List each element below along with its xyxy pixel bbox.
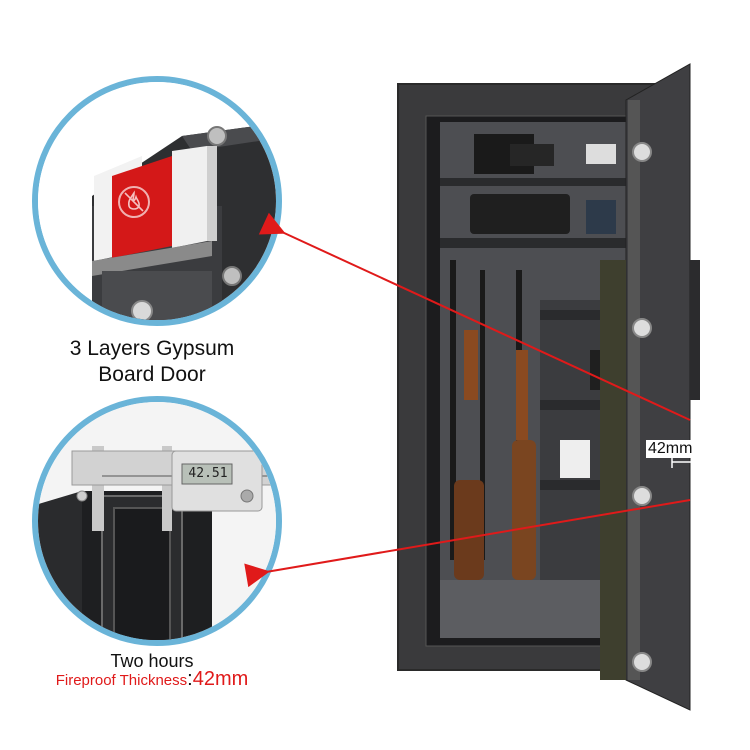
fireproof-icon [118, 186, 150, 218]
bottom-arrow [244, 499, 691, 588]
caliper-reading: 42.51 [188, 466, 228, 481]
door-thickness-label: 42mm [646, 440, 695, 458]
fireproof-thickness-label: Fireproof Thickness [55, 672, 188, 689]
gun-safe-image [397, 63, 700, 711]
gypsum-door-cross-section [38, 82, 276, 320]
fireproof-thickness-value: 42mm [192, 668, 249, 690]
bottom-caption-line1: Two hours [110, 651, 194, 671]
top-arrow [258, 212, 691, 421]
fireproof-thickness-colon: : [187, 668, 193, 690]
top-caption-line1: 3 Layers Gypsum [69, 337, 235, 360]
bottom-callout-caption: Two hours [2, 650, 302, 672]
caliper-callout: 42.51 [32, 396, 282, 646]
top-callout-caption: 3 Layers Gypsum Board Door [2, 336, 302, 388]
caliper-measurement-photo [38, 402, 276, 640]
fireproof-thickness-caption: Fireproof Thickness:42mm [2, 668, 302, 691]
top-caption-line2: Board Door [98, 363, 206, 386]
gypsum-door-callout [32, 76, 282, 326]
